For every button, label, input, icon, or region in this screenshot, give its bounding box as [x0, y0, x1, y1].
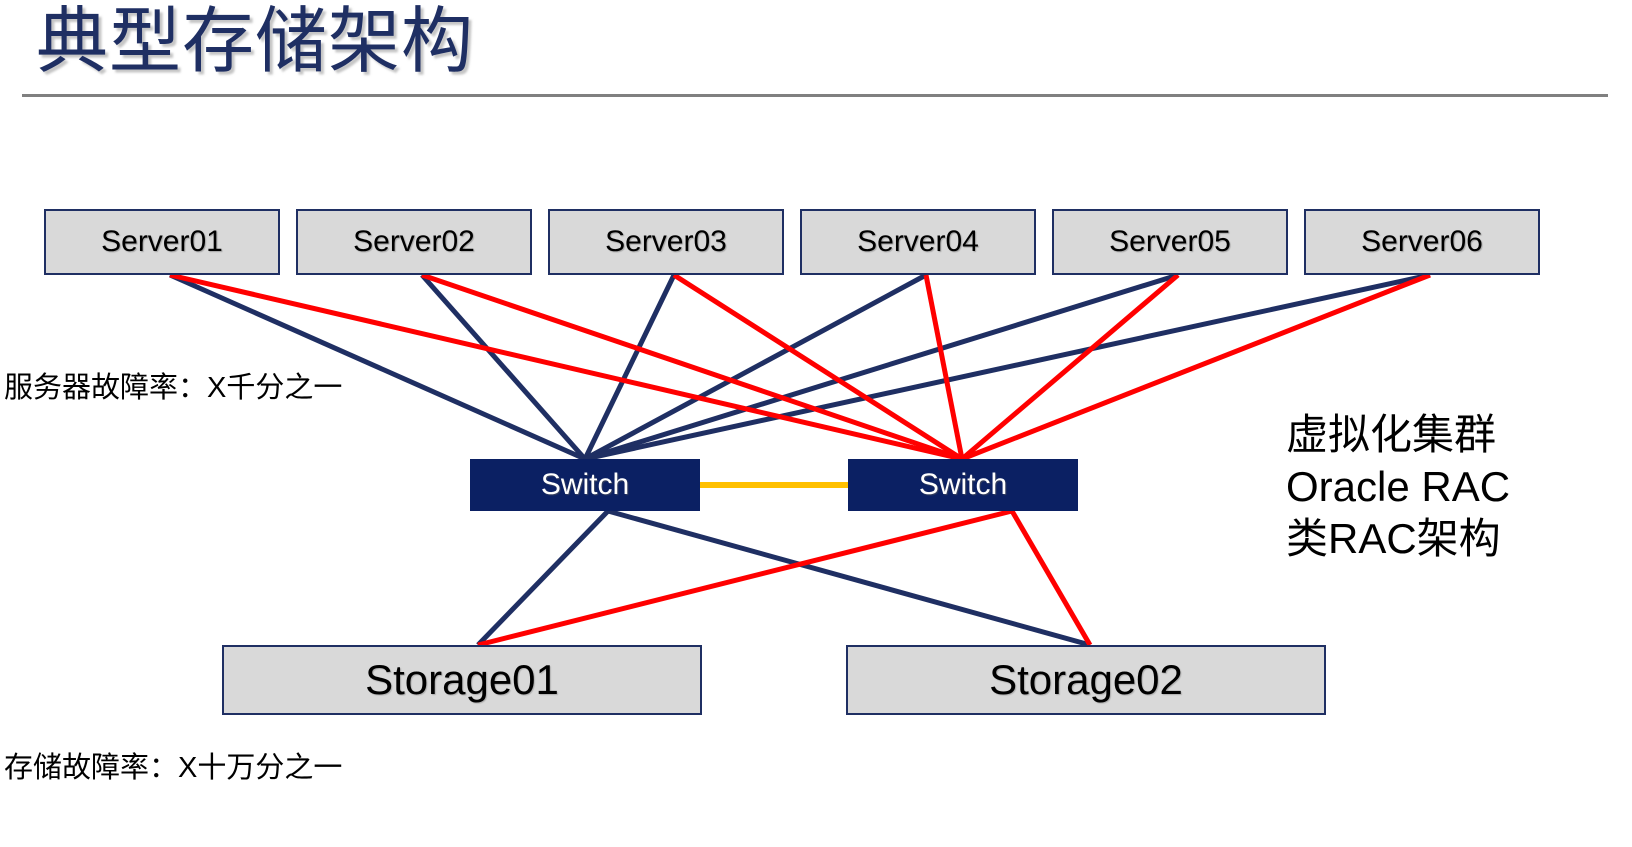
storage-node-1-label: Storage01	[365, 656, 559, 703]
server-failure-rate-note: 服务器故障率：X千分之一	[4, 372, 343, 404]
link-server4-switch-b	[923, 274, 965, 460]
link-server1-switch-a	[168, 272, 587, 462]
link-server5-switch-b	[960, 273, 1180, 461]
link-switch-a-storage1	[476, 509, 610, 647]
link-server3-switch-a	[582, 273, 677, 461]
storage-node-2[interactable]: Storage02	[846, 645, 1326, 715]
cluster-note-line-2: Oracle RAC	[1286, 463, 1511, 510]
link-server3-switch-b	[672, 272, 964, 462]
switch-node-b-label: Switch	[918, 468, 1008, 501]
switch-node-a-label: Switch	[540, 468, 630, 501]
link-server2-switch-a	[420, 273, 587, 461]
link-server1-switch-b	[169, 272, 963, 462]
cluster-note-line-1: 虚拟化集群	[1286, 411, 1497, 458]
server-node-1-label: Server01	[101, 225, 223, 258]
link-switch-b-storage2	[1009, 509, 1093, 647]
link-server2-switch-b	[421, 272, 963, 462]
cluster-note: 虚拟化集群 Oracle RAC 类RAC架构	[1286, 409, 1510, 565]
storage-failure-rate-note: 存储故障率：X十万分之一	[4, 752, 343, 784]
storage-node-2-label: Storage02	[989, 656, 1183, 703]
server-node-4[interactable]: Server04	[800, 209, 1036, 275]
server-node-2[interactable]: Server02	[296, 209, 532, 275]
server-node-4-label: Server04	[857, 225, 979, 258]
server-node-3-label: Server03	[605, 225, 727, 258]
link-server6-switch-a	[584, 272, 1431, 462]
link-switch-b-storage1	[477, 508, 1013, 648]
switch-node-b[interactable]: Switch	[848, 459, 1078, 511]
switch-node-a[interactable]: Switch	[470, 459, 700, 511]
server-node-3[interactable]: Server03	[548, 209, 784, 275]
server-node-6[interactable]: Server06	[1304, 209, 1540, 275]
link-server6-switch-b	[961, 272, 1431, 462]
server-node-2-label: Server02	[353, 225, 475, 258]
title-divider	[22, 94, 1608, 97]
link-switch-a-storage2	[607, 508, 1091, 648]
page-title: 典型存储架构	[36, 2, 475, 82]
server-node-5[interactable]: Server05	[1052, 209, 1288, 275]
link-server5-switch-a	[584, 272, 1179, 462]
cluster-note-line-3: 类RAC架构	[1286, 515, 1501, 562]
server-node-5-label: Server05	[1109, 225, 1231, 258]
storage-node-1[interactable]: Storage01	[222, 645, 702, 715]
link-server4-switch-a	[583, 272, 928, 462]
server-node-1[interactable]: Server01	[44, 209, 280, 275]
server-node-6-label: Server06	[1361, 225, 1483, 258]
